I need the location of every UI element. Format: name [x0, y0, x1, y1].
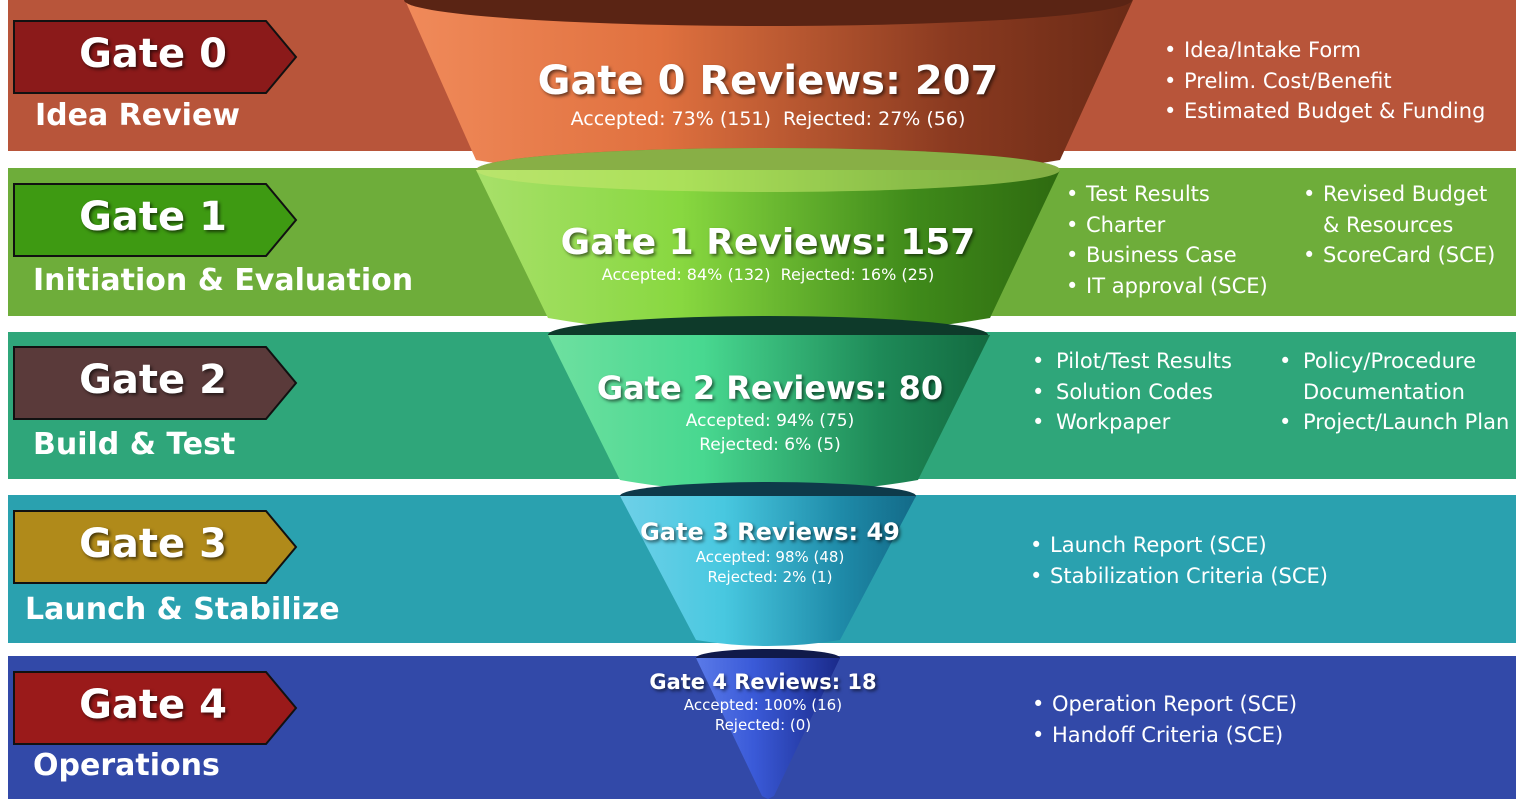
- gate-2-accepted: Accepted: 94% (75): [685, 411, 855, 431]
- gate-1-rejected: Rejected: 16% (25): [780, 265, 935, 284]
- gate-3-review: Gate 3 Reviews: 49 Accepted: 98% (48) Re…: [620, 518, 920, 586]
- gate-2-review: Gate 2 Reviews: 80 Accepted: 94% (75) Re…: [570, 369, 970, 455]
- list-item: Prelim. Cost/Benefit: [1160, 66, 1485, 97]
- list-item: Policy/Procedure Documentation: [1275, 346, 1511, 407]
- gate-0-deliverables: Idea/Intake Form Prelim. Cost/Benefit Es…: [1160, 35, 1485, 127]
- gate-0-stage-name: Idea Review: [35, 98, 241, 133]
- gate-2-deliverables-right: Policy/Procedure Documentation Project/L…: [1275, 346, 1511, 438]
- list-item: Workpaper: [1028, 407, 1232, 438]
- list-item: Revised Budget & Resources: [1299, 179, 1509, 240]
- list-item: Launch Report (SCE): [1026, 530, 1328, 561]
- gate-2-rejected: Rejected: 6% (5): [699, 435, 841, 455]
- list-item: Charter: [1062, 210, 1268, 241]
- gate-4-label: Gate 4: [79, 682, 227, 728]
- funnel-segment-2: [548, 335, 990, 493]
- funnel-segment-4: [696, 658, 840, 799]
- list-item: Pilot/Test Results: [1028, 346, 1232, 377]
- gate-1-review: Gate 1 Reviews: 157 Accepted: 84% (132) …: [528, 222, 1008, 284]
- gate-4-review-title: Gate 4 Reviews: 18: [649, 670, 877, 694]
- gate-0-label: Gate 0: [79, 31, 227, 77]
- list-item: Stabilization Criteria (SCE): [1026, 561, 1328, 592]
- funnel-rim-0: [404, 0, 1132, 26]
- gate-3-label: Gate 3: [79, 521, 227, 567]
- gate-0-rejected: Rejected: 27% (56): [783, 108, 966, 130]
- gate-0-review: Gate 0 Reviews: 207 Accepted: 73% (151) …: [518, 58, 1018, 130]
- gate-4-review: Gate 4 Reviews: 18 Accepted: 100% (16) R…: [613, 670, 913, 734]
- gate-1-stage-name: Initiation & Evaluation: [33, 263, 414, 298]
- list-item: IT approval (SCE): [1062, 271, 1268, 302]
- gate-3-stage-name: Launch & Stabilize: [25, 592, 340, 627]
- list-item: Estimated Budget & Funding: [1160, 96, 1485, 127]
- gate-1-deliverables-left: Test Results Charter Business Case IT ap…: [1062, 179, 1268, 301]
- list-item: Business Case: [1062, 240, 1268, 271]
- gate-2-stage-name: Build & Test: [33, 427, 236, 462]
- list-item: Project/Launch Plan: [1275, 407, 1511, 438]
- list-item: ScoreCard (SCE): [1299, 240, 1509, 271]
- gate-3-deliverables: Launch Report (SCE) Stabilization Criter…: [1026, 530, 1328, 591]
- gate-3-accepted: Accepted: 98% (48): [695, 548, 845, 566]
- list-item: Idea/Intake Form: [1160, 35, 1485, 66]
- list-item: Operation Report (SCE): [1028, 689, 1297, 720]
- gate-4-deliverables: Operation Report (SCE) Handoff Criteria …: [1028, 689, 1297, 750]
- gate-4-stage-name: Operations: [33, 748, 220, 783]
- gate-0-review-title: Gate 0 Reviews: 207: [537, 58, 999, 104]
- funnel-segment-1: [476, 170, 1060, 337]
- gate-4-rejected: Rejected: (0): [714, 716, 812, 734]
- list-item: Solution Codes: [1028, 377, 1232, 408]
- gate-3-rejected: Rejected: 2% (1): [707, 568, 833, 586]
- gate-4-accepted: Accepted: 100% (16): [683, 696, 843, 714]
- gate-3-review-title: Gate 3 Reviews: 49: [640, 518, 900, 546]
- list-item: Test Results: [1062, 179, 1268, 210]
- gate-1-label: Gate 1: [79, 194, 227, 240]
- funnel-segment-0: [405, 0, 1133, 185]
- gate-0-review-stats: Accepted: 73% (151) Rejected: 27% (56): [518, 108, 1018, 130]
- gate-2-deliverables-left: Pilot/Test Results Solution Codes Workpa…: [1028, 346, 1232, 438]
- gate-2-label: Gate 2: [79, 357, 227, 403]
- funnel-segment-3: [620, 496, 916, 646]
- gate-1-deliverables-right: Revised Budget & Resources ScoreCard (SC…: [1299, 179, 1509, 271]
- list-item: Handoff Criteria (SCE): [1028, 720, 1297, 751]
- gate-1-review-stats: Accepted: 84% (132) Rejected: 16% (25): [528, 265, 1008, 284]
- gate-0-accepted: Accepted: 73% (151): [570, 108, 771, 130]
- gate-1-review-title: Gate 1 Reviews: 157: [560, 222, 976, 263]
- gate-1-accepted: Accepted: 84% (132): [601, 265, 771, 284]
- gate-2-review-title: Gate 2 Reviews: 80: [596, 369, 944, 407]
